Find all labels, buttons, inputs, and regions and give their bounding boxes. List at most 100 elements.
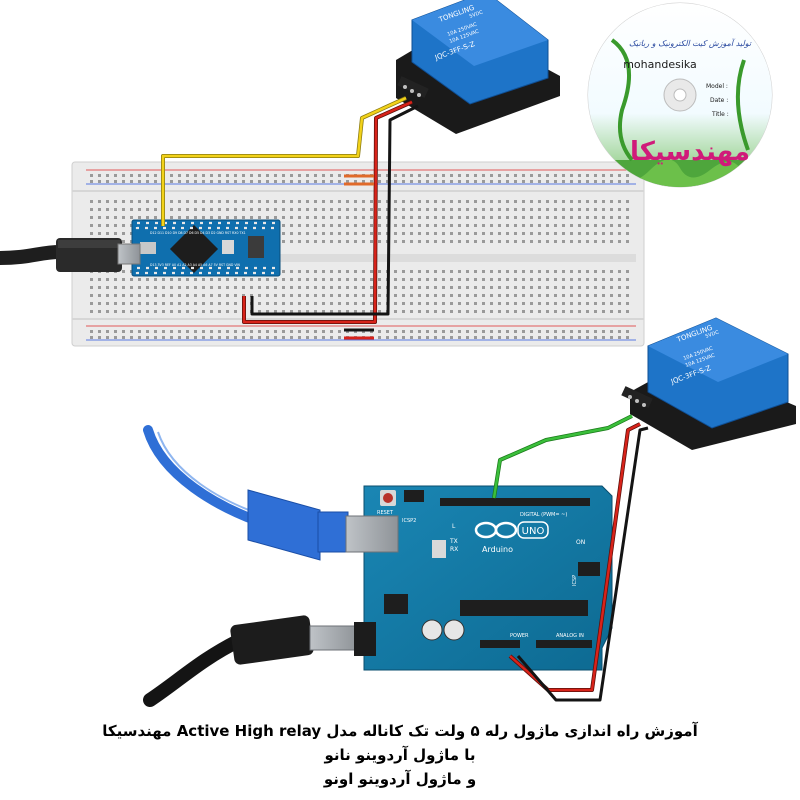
breadboard-hole bbox=[618, 302, 621, 305]
breadboard-hole bbox=[154, 330, 157, 333]
breadboard-hole bbox=[626, 310, 629, 313]
uno-power-label: POWER bbox=[510, 633, 529, 639]
breadboard-hole bbox=[394, 286, 397, 289]
breadboard-hole bbox=[138, 310, 141, 313]
breadboard-hole bbox=[434, 174, 437, 177]
breadboard-hole bbox=[554, 336, 557, 339]
breadboard-hole bbox=[490, 208, 493, 211]
breadboard-hole bbox=[98, 208, 101, 211]
breadboard-hole bbox=[98, 200, 101, 203]
breadboard-hole bbox=[378, 208, 381, 211]
breadboard-hole bbox=[202, 208, 205, 211]
breadboard-hole bbox=[578, 302, 581, 305]
breadboard-hole bbox=[258, 200, 261, 203]
breadboard-hole bbox=[330, 232, 333, 235]
breadboard-hole bbox=[298, 216, 301, 219]
breadboard-hole bbox=[514, 240, 517, 243]
breadboard-hole bbox=[290, 310, 293, 313]
breadboard-hole bbox=[514, 270, 517, 273]
breadboard-hole bbox=[402, 224, 405, 227]
breadboard-hole bbox=[522, 294, 525, 297]
breadboard-hole bbox=[98, 286, 101, 289]
breadboard-hole bbox=[314, 278, 317, 281]
breadboard-hole bbox=[482, 302, 485, 305]
breadboard-hole bbox=[482, 224, 485, 227]
breadboard-hole bbox=[146, 174, 149, 177]
breadboard-hole bbox=[322, 286, 325, 289]
breadboard-hole bbox=[458, 278, 461, 281]
breadboard-hole bbox=[498, 270, 501, 273]
breadboard-hole bbox=[114, 286, 117, 289]
breadboard-hole bbox=[154, 336, 157, 339]
breadboard-hole bbox=[546, 174, 549, 177]
breadboard-hole bbox=[506, 286, 509, 289]
breadboard-hole bbox=[98, 294, 101, 297]
breadboard-hole bbox=[554, 270, 557, 273]
breadboard-hole bbox=[450, 180, 453, 183]
breadboard-hole bbox=[290, 232, 293, 235]
breadboard-hole bbox=[306, 336, 309, 339]
breadboard-hole bbox=[482, 330, 485, 333]
breadboard-hole bbox=[442, 294, 445, 297]
breadboard-hole bbox=[538, 294, 541, 297]
breadboard-hole bbox=[314, 286, 317, 289]
breadboard-hole bbox=[506, 310, 509, 313]
breadboard-hole bbox=[402, 330, 405, 333]
breadboard-hole bbox=[362, 180, 365, 183]
breadboard-hole bbox=[506, 336, 509, 339]
breadboard-hole bbox=[314, 208, 317, 211]
breadboard-hole bbox=[250, 286, 253, 289]
breadboard-hole bbox=[378, 310, 381, 313]
breadboard-hole bbox=[346, 240, 349, 243]
breadboard-hole bbox=[386, 174, 389, 177]
breadboard-hole bbox=[450, 330, 453, 333]
breadboard-hole bbox=[450, 270, 453, 273]
breadboard-holes bbox=[90, 174, 629, 339]
breadboard-hole bbox=[562, 336, 565, 339]
breadboard-hole bbox=[618, 278, 621, 281]
breadboard-hole bbox=[338, 200, 341, 203]
breadboard-hole bbox=[586, 240, 589, 243]
breadboard-hole bbox=[122, 180, 125, 183]
breadboard-hole bbox=[450, 174, 453, 177]
breadboard-hole bbox=[586, 200, 589, 203]
breadboard-hole bbox=[554, 294, 557, 297]
breadboard-hole bbox=[514, 180, 517, 183]
breadboard-hole bbox=[570, 232, 573, 235]
breadboard-hole bbox=[282, 294, 285, 297]
breadboard-hole bbox=[210, 200, 213, 203]
breadboard-hole bbox=[210, 302, 213, 305]
breadboard-hole bbox=[162, 310, 165, 313]
breadboard-hole bbox=[274, 336, 277, 339]
breadboard-hole bbox=[458, 180, 461, 183]
breadboard-hole bbox=[98, 278, 101, 281]
breadboard-hole bbox=[402, 286, 405, 289]
breadboard-hole bbox=[378, 294, 381, 297]
breadboard-hole bbox=[354, 180, 357, 183]
breadboard-hole bbox=[418, 240, 421, 243]
breadboard-hole bbox=[370, 286, 373, 289]
breadboard-hole bbox=[322, 240, 325, 243]
breadboard-hole bbox=[250, 208, 253, 211]
breadboard-hole bbox=[298, 232, 301, 235]
breadboard-hole bbox=[130, 336, 133, 339]
breadboard-hole bbox=[282, 278, 285, 281]
breadboard-hole bbox=[202, 180, 205, 183]
breadboard-hole bbox=[466, 302, 469, 305]
breadboard-hole bbox=[562, 278, 565, 281]
breadboard-hole bbox=[362, 294, 365, 297]
breadboard-hole bbox=[106, 232, 109, 235]
breadboard-hole bbox=[298, 240, 301, 243]
breadboard-hole bbox=[178, 330, 181, 333]
breadboard-hole bbox=[402, 294, 405, 297]
breadboard-hole bbox=[610, 270, 613, 273]
breadboard-hole bbox=[418, 174, 421, 177]
breadboard-hole bbox=[226, 208, 229, 211]
breadboard-hole bbox=[202, 216, 205, 219]
breadboard-hole bbox=[314, 232, 317, 235]
breadboard-hole bbox=[290, 174, 293, 177]
breadboard-hole bbox=[378, 270, 381, 273]
breadboard-hole bbox=[506, 200, 509, 203]
breadboard-hole bbox=[498, 310, 501, 313]
breadboard-hole bbox=[530, 270, 533, 273]
